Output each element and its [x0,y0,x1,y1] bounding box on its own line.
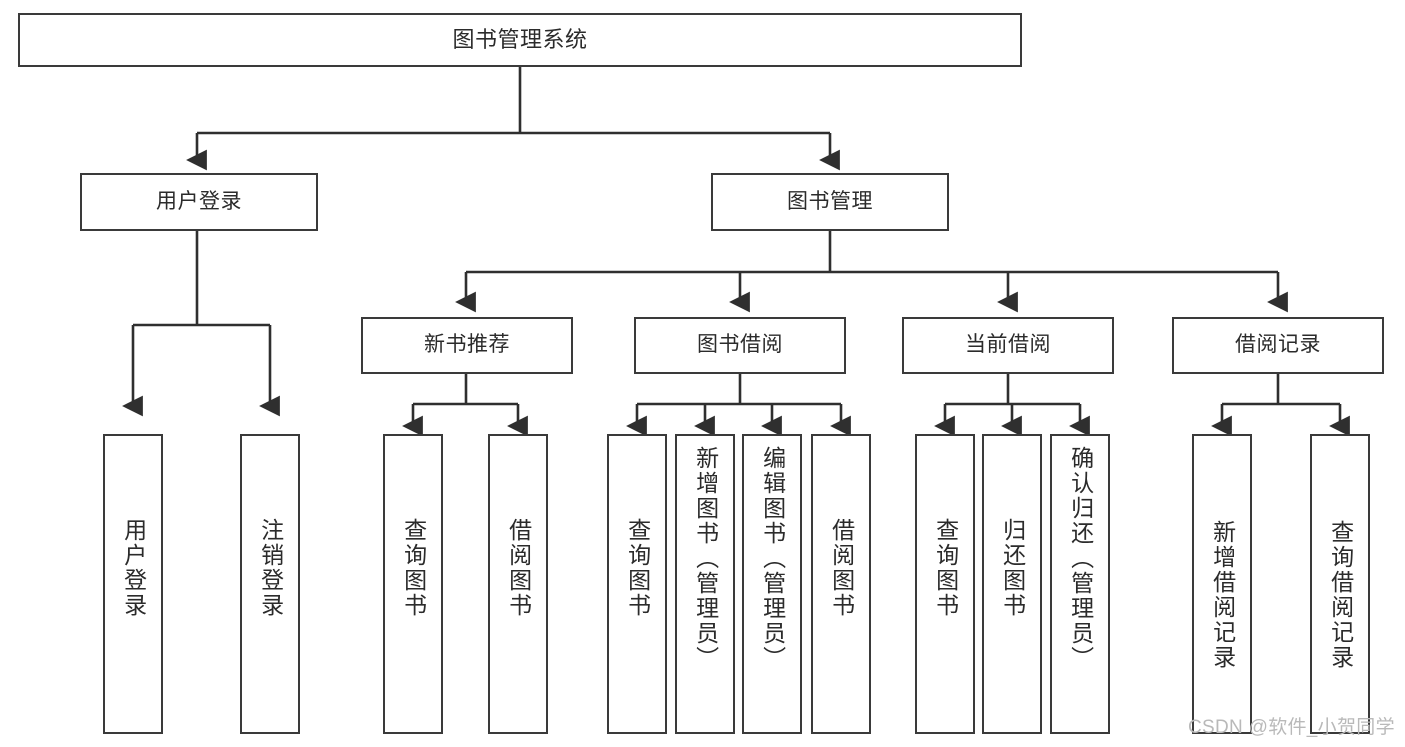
leaf-edit-book[interactable]: 编辑图书（管理员） [742,434,802,734]
leaf-query-record[interactable]: 查询借阅记录 [1310,434,1370,734]
leaf-return-book[interactable]: 归还图书 [982,434,1042,734]
node-user-login[interactable]: 用户登录 [80,173,318,231]
node-label: 确认归还（管理员） [1067,446,1094,671]
leaf-borrow-book-1[interactable]: 借阅图书 [488,434,548,734]
node-current-borrow[interactable]: 当前借阅 [902,317,1114,374]
node-book-management-system[interactable]: 图书管理系统 [18,13,1022,67]
node-label: 新增借阅记录 [1209,520,1236,670]
node-book-borrow[interactable]: 图书借阅 [634,317,846,374]
node-label: 新书推荐 [424,333,510,357]
node-label: 注销登录 [257,518,284,618]
node-label: 图书借阅 [697,333,783,357]
leaf-logout-login[interactable]: 注销登录 [240,434,300,734]
csdn-watermark: CSDN @软件_小贺同学 [1188,717,1395,738]
node-label: 查询图书 [400,518,427,618]
leaf-add-book[interactable]: 新增图书（管理员） [675,434,735,734]
leaf-add-record[interactable]: 新增借阅记录 [1192,434,1252,734]
node-borrow-record[interactable]: 借阅记录 [1172,317,1384,374]
node-label: 查询图书 [932,518,959,618]
leaf-query-book-3[interactable]: 查询图书 [915,434,975,734]
node-label: 编辑图书（管理员） [759,446,786,671]
node-book-management[interactable]: 图书管理 [711,173,949,231]
leaf-query-book-1[interactable]: 查询图书 [383,434,443,734]
node-label: 当前借阅 [965,333,1051,357]
node-new-book-recommend[interactable]: 新书推荐 [361,317,573,374]
node-label: 新增图书（管理员） [692,446,719,671]
node-label: 图书管理系统 [452,27,588,53]
node-label: 图书管理 [787,189,873,213]
leaf-query-book-2[interactable]: 查询图书 [607,434,667,734]
node-label: 借阅图书 [828,518,855,618]
node-label: 查询图书 [624,518,651,618]
node-label: 查询借阅记录 [1327,520,1354,670]
node-label: 用户登录 [156,189,242,213]
leaf-user-login[interactable]: 用户登录 [103,434,163,734]
node-label: 借阅记录 [1235,333,1321,357]
node-label: 归还图书 [999,518,1026,618]
node-label: 用户登录 [120,518,147,618]
node-label: 借阅图书 [505,518,532,618]
leaf-borrow-book-2[interactable]: 借阅图书 [811,434,871,734]
leaf-confirm-return[interactable]: 确认归还（管理员） [1050,434,1110,734]
